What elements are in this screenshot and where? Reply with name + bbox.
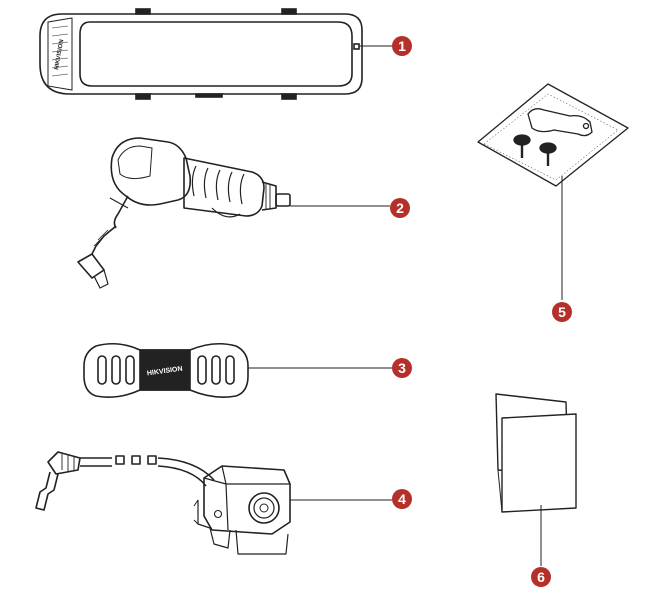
callout-3-number: 3: [398, 360, 406, 376]
callout-1: 1: [392, 36, 412, 56]
callout-4-number: 4: [398, 491, 406, 507]
callout-1-number: 1: [398, 38, 406, 54]
mount-brand-text: HIKVISION: [147, 366, 183, 378]
rubber-mount-icon: [83, 342, 249, 398]
screw-pack-icon: [477, 83, 629, 187]
rear-camera-icon: [35, 451, 291, 555]
callout-5: 5: [552, 302, 572, 322]
callout-2-number: 2: [396, 200, 404, 216]
mirror-brand-text: HIKVISION: [54, 39, 65, 70]
leader-lines: [248, 45, 563, 566]
callout-3: 3: [392, 358, 412, 378]
callout-5-number: 5: [558, 304, 566, 320]
callout-2: 2: [390, 198, 410, 218]
callout-6: 6: [531, 567, 551, 587]
mirror-dashcam-icon: [39, 8, 363, 100]
manual-icon: [495, 393, 577, 513]
callout-6-number: 6: [537, 569, 545, 585]
car-charger-icon: [77, 137, 291, 289]
callout-4: 4: [392, 489, 412, 509]
